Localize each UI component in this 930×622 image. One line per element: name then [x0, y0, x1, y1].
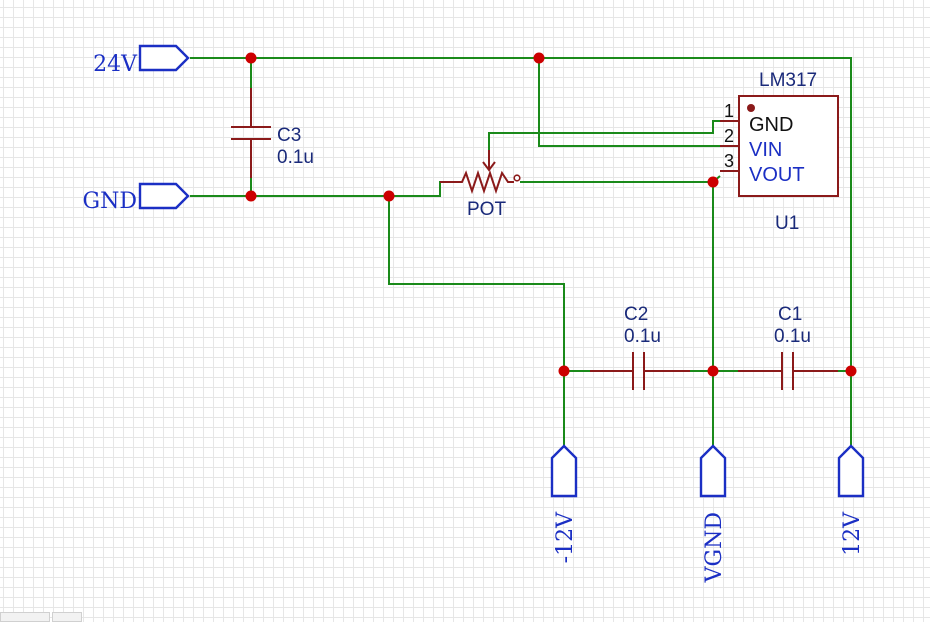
wire-24v-to-vin[interactable] [538, 58, 720, 147]
netport-gnd-label: GND [83, 189, 137, 214]
netport-24v-flag[interactable] [138, 44, 190, 72]
wire-pot-to-vout[interactable] [520, 175, 721, 183]
regulator-u1-pin1-marker [747, 104, 755, 112]
regulator-u1-pin2-number: 2 [724, 126, 734, 146]
capacitor-c3[interactable]: C3 0.1u [231, 88, 314, 178]
netport-vgnd-label: VGND [702, 512, 727, 583]
sheet-tab-left[interactable] [0, 612, 50, 622]
junction-dot [707, 365, 719, 377]
regulator-u1[interactable]: 1 2 3 GND VIN VOUT LM317 U1 [720, 70, 839, 234]
regulator-u1-designator: U1 [775, 213, 799, 234]
junction-dot [245, 190, 257, 202]
wire-gnd-to-neg12[interactable] [388, 196, 565, 452]
regulator-u1-pin3-name: VOUT [749, 164, 805, 186]
netport-vgnd-flag[interactable] [699, 444, 727, 498]
junction-dot [533, 52, 545, 64]
netport-24v[interactable]: 24V [93, 44, 190, 77]
potentiometer-body [440, 169, 514, 195]
wire-24v-rail[interactable] [190, 57, 852, 452]
netport-pos12-flag[interactable] [837, 444, 865, 498]
capacitor-c1[interactable]: C1 0.1u [738, 304, 838, 390]
junction-dot [245, 52, 257, 64]
potentiometer-name: POT [467, 199, 506, 220]
junction-dot [707, 176, 719, 188]
capacitor-c3-value: 0.1u [277, 147, 314, 168]
netport-vgnd[interactable]: VGND [699, 444, 727, 583]
netport-gnd-flag[interactable] [138, 182, 190, 210]
capacitor-c2[interactable]: C2 0.1u [590, 304, 690, 390]
regulator-u1-pin2-name: VIN [749, 139, 782, 161]
junction-dot [845, 365, 857, 377]
netport-neg12-label: -12V [553, 511, 578, 563]
netport-neg12[interactable]: -12V [550, 444, 578, 563]
sheet-tab-right[interactable] [52, 612, 82, 622]
regulator-u1-pin1-number: 1 [724, 101, 734, 121]
junctions [245, 52, 857, 377]
netport-neg12-flag[interactable] [550, 444, 578, 498]
regulator-u1-pin3-number: 3 [724, 151, 734, 171]
netport-24v-label: 24V [93, 52, 138, 77]
netport-gnd[interactable]: GND [83, 182, 190, 214]
regulator-u1-pin1-name: GND [749, 114, 793, 136]
netport-pos12-label: 12V [840, 511, 865, 556]
regulator-u1-part-label: LM317 [759, 70, 817, 91]
potentiometer-terminal [513, 174, 521, 182]
netport-pos12[interactable]: 12V [837, 444, 865, 556]
potentiometer-wiper-arrow [482, 161, 496, 172]
potentiometer[interactable]: POT [440, 150, 521, 220]
junction-dot [383, 190, 395, 202]
junction-dot [558, 365, 570, 377]
wire-gnd-rail[interactable] [190, 181, 460, 197]
capacitor-c1-value: 0.1u [774, 326, 811, 347]
wire-pot-wiper-to-adj[interactable] [488, 120, 720, 158]
capacitor-c3-name: C3 [277, 125, 301, 146]
capacitor-c2-name: C2 [624, 304, 648, 325]
regulator-u1-body[interactable] [738, 95, 839, 197]
capacitor-c1-name: C1 [778, 304, 802, 325]
capacitor-c2-value: 0.1u [624, 326, 661, 347]
